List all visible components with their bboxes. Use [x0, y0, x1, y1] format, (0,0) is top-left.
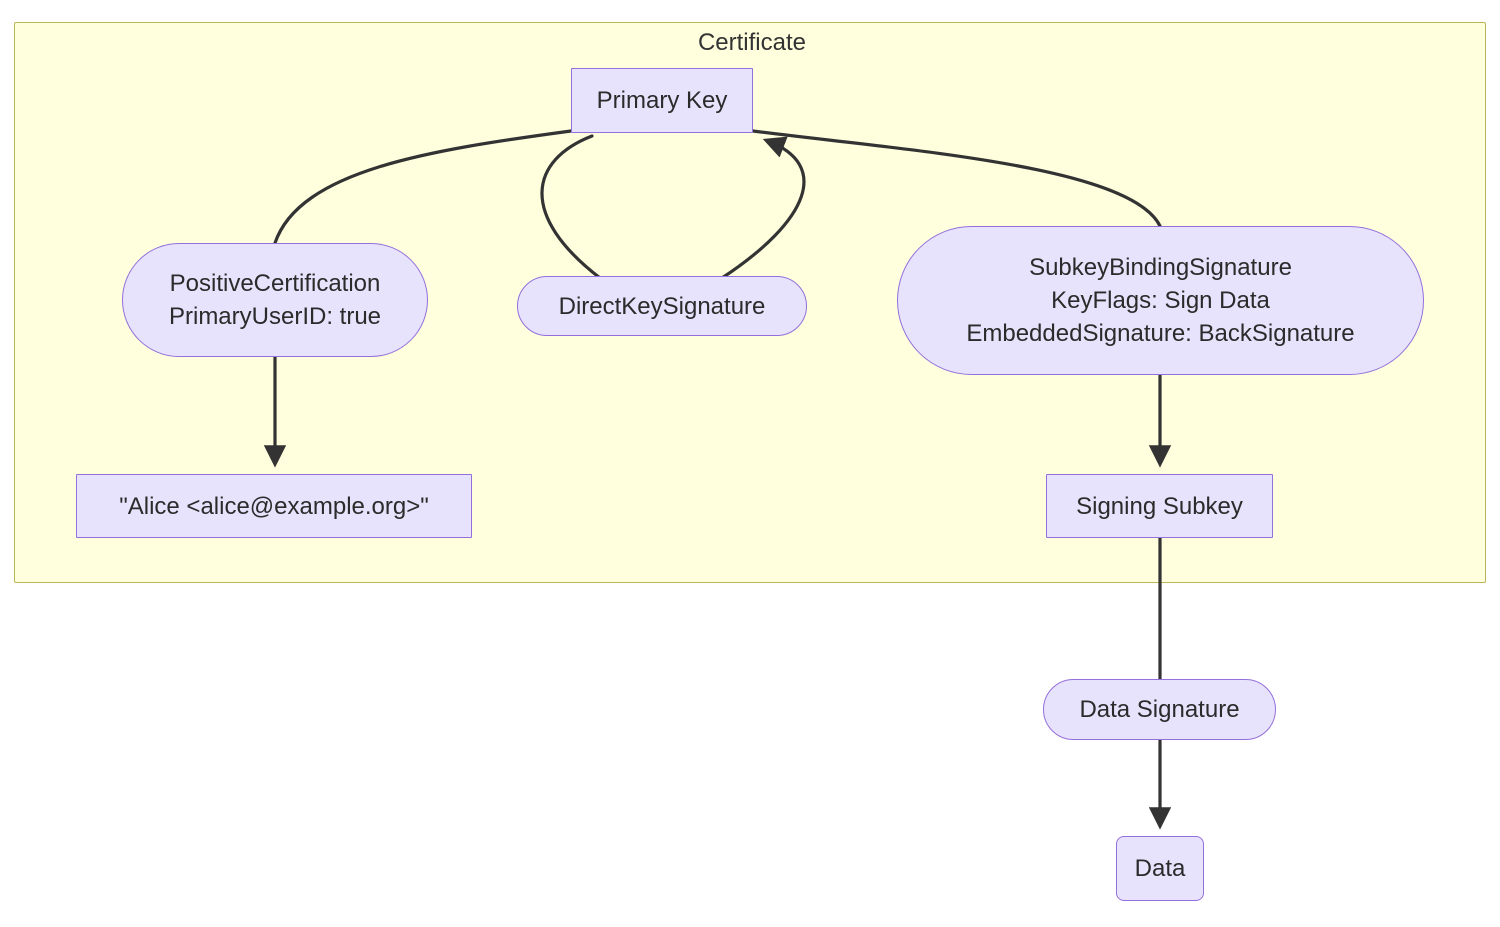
node-user-id[interactable]: "Alice <alice@example.org>": [76, 474, 472, 538]
node-primary-key[interactable]: Primary Key: [571, 68, 753, 133]
node-direct-key-signature[interactable]: DirectKeySignature: [517, 276, 807, 336]
node-data[interactable]: Data: [1116, 836, 1204, 901]
node-positive-certification[interactable]: PositiveCertification PrimaryUserID: tru…: [122, 243, 428, 357]
node-signing-subkey[interactable]: Signing Subkey: [1046, 474, 1273, 538]
cluster-certificate-label: Certificate: [697, 29, 807, 56]
node-subkey-binding-signature[interactable]: SubkeyBindingSignature KeyFlags: Sign Da…: [897, 226, 1424, 375]
node-data-signature[interactable]: Data Signature: [1043, 679, 1276, 740]
